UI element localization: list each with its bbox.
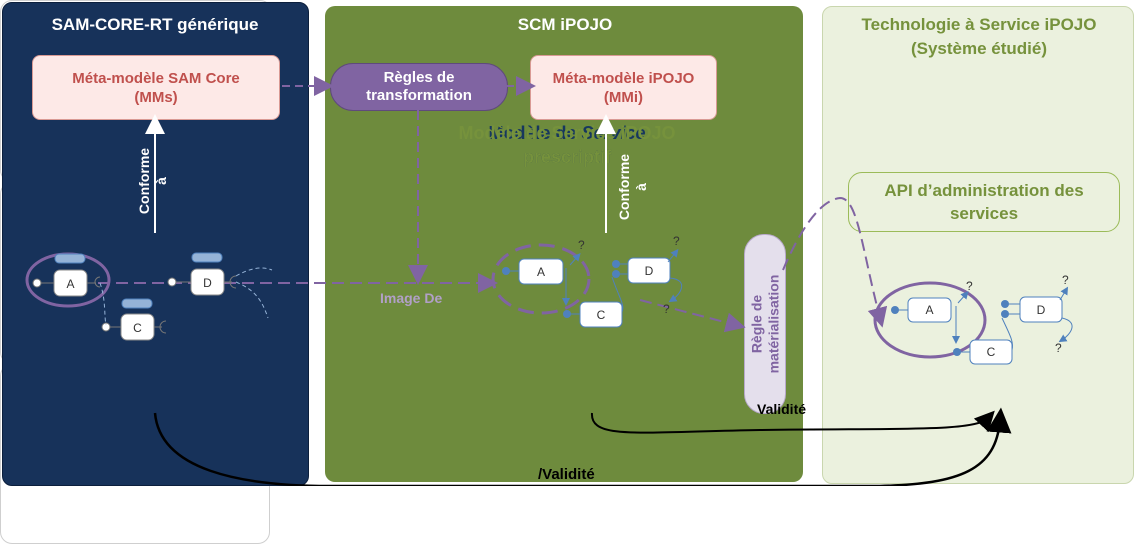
meta-ipojo-line2: (MMi) <box>603 88 644 106</box>
mid-component-a: A <box>537 265 545 279</box>
right-d-port-1 <box>1001 300 1009 308</box>
mid-d-out-arrow-1 <box>667 248 679 263</box>
mid-question-d1: ? <box>673 234 680 248</box>
left-tag-d <box>191 252 223 263</box>
slash-validite-label: /Validité <box>538 466 595 483</box>
right-question-a: ? <box>966 279 973 293</box>
meta-sam-line2: (MMs) <box>134 88 178 106</box>
left-dashed-link-3 <box>235 267 273 277</box>
left-component-a: A <box>66 277 74 291</box>
technologie-panel <box>822 6 1134 484</box>
api-administration: API d’administration des services <box>848 172 1120 232</box>
left-dashed-link-1 <box>99 282 107 326</box>
left-c-port <box>101 322 111 332</box>
materialisation-to-system-arrow <box>782 196 888 328</box>
api-line2: services <box>949 204 1019 223</box>
right-d-out-arrow-1 <box>1059 286 1069 301</box>
mid-d-port-2 <box>612 270 620 278</box>
meta-model-sam-core: Méta-modèle SAM Core (MMs) <box>32 55 280 120</box>
model-mid-line1: Modèle de Service iPOJO <box>458 123 676 143</box>
right-mini-diagram: A ? C D ? ? <box>873 273 1073 365</box>
right-d-port-2 <box>1001 310 1009 318</box>
left-mini-diagram: A D C <box>25 252 273 341</box>
api-line1: API d’administration des <box>884 181 1084 200</box>
mid-a-port <box>502 267 510 275</box>
mid-selection-ellipse <box>491 243 591 315</box>
left-a-port <box>32 278 42 288</box>
sam-core-title: SAM-CORE-RT générique <box>51 15 259 34</box>
left-component-d: D <box>203 276 212 290</box>
left-tag-a <box>54 253 86 264</box>
right-d-loop <box>1001 317 1013 351</box>
right-question-d1: ? <box>1062 273 1069 287</box>
model-left-line2: prescriptif <box>522 147 612 167</box>
technologie-title-line1: Technologie à Service iPOJO <box>861 15 1097 34</box>
technologie-title: Technologie à Service iPOJO (Système étu… <box>826 15 1132 59</box>
model-mid-title: Modèle de Service iPOJO prescriptif <box>0 121 1134 169</box>
meta-ipojo-line1: Méta-modèle iPOJO <box>552 69 695 87</box>
scm-ipojo-title: SCM iPOJO <box>517 15 613 34</box>
mid-d-loop <box>611 276 624 313</box>
left-d-socket <box>229 275 237 289</box>
mid-a-out-arrow <box>569 253 581 266</box>
validite-curve-bottom <box>153 407 1012 486</box>
mid-mini-diagram: A ? C D ? ? <box>491 234 683 328</box>
left-c-socket <box>159 320 167 334</box>
validite-label: Validité <box>757 401 807 417</box>
left-dashed-link-2 <box>235 281 269 319</box>
to-materialisation-arrow <box>639 299 746 333</box>
mid-component-c: C <box>597 308 606 322</box>
mid-component-d: D <box>645 264 654 278</box>
right-component-d: D <box>1037 303 1046 317</box>
right-c-port <box>953 348 961 356</box>
right-component-d-box <box>1019 296 1063 323</box>
right-d-out-arrow-2 <box>1058 317 1073 343</box>
mid-question-a: ? <box>578 238 585 252</box>
meta-sam-line1: Méta-modèle SAM Core <box>72 69 240 87</box>
left-component-c: C <box>133 321 142 335</box>
model-left-prefix: Modèle de <box>488 123 582 143</box>
mid-d-out-arrow-2 <box>668 277 683 303</box>
left-d-port <box>167 277 177 287</box>
mid-c-port <box>563 310 571 318</box>
left-tag-c <box>121 298 153 309</box>
right-component-c: C <box>987 345 996 359</box>
mid-d-port-1 <box>612 260 620 268</box>
right-a-out-arrow <box>957 291 969 304</box>
left-a-socket <box>94 276 101 288</box>
right-a-port <box>891 306 899 314</box>
right-question-d2: ? <box>1055 341 1062 355</box>
validite-curve-mid <box>590 410 995 434</box>
image-de-label: Image De <box>380 290 443 306</box>
diagram-overlay: A D C A ? C D <box>25 76 1073 486</box>
right-selection-ellipse <box>873 281 987 359</box>
mid-component-d-box <box>627 257 671 284</box>
rules-line1: Règles de <box>383 69 455 86</box>
mid-question-d2: ? <box>663 302 670 316</box>
regles-transformation: Règles de transformation <box>330 63 508 111</box>
rules-line2: transformation <box>366 87 472 104</box>
model-mid-line2: prescriptif <box>522 147 612 167</box>
technologie-title-line2: (Système étudié) <box>910 39 1048 58</box>
right-component-a: A <box>925 303 933 317</box>
